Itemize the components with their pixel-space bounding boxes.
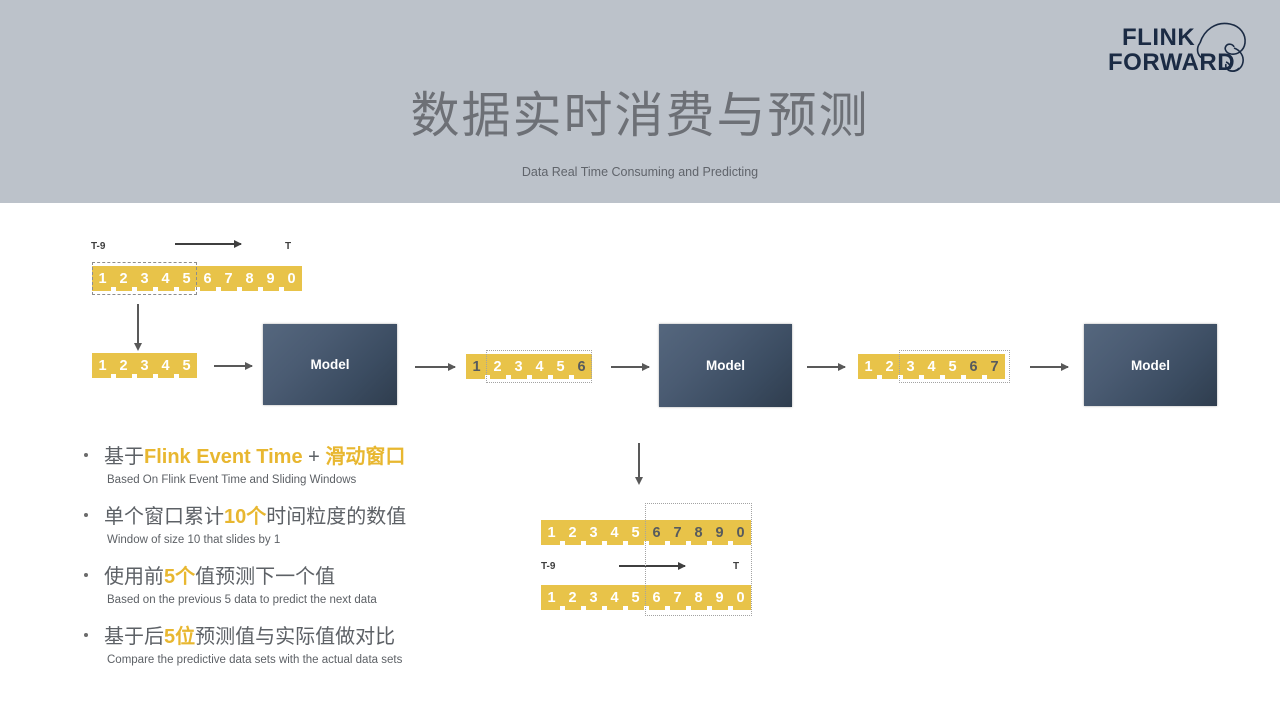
flow-arrow-2 [415, 363, 456, 371]
band-cell: 6 [646, 520, 670, 545]
band-cell: 6 [646, 585, 670, 610]
timeline-arrow-top [175, 240, 242, 247]
logo-text-flink: FLINK [1122, 24, 1195, 51]
band-cell: 9 [260, 266, 284, 291]
bullet-en-1: Based On Flink Event Time and Sliding Wi… [107, 474, 357, 486]
bullet-dot-icon [84, 453, 88, 457]
band-cell: 4 [155, 266, 179, 291]
flow-arrow-4 [807, 363, 846, 371]
band-cell: 7 [667, 520, 691, 545]
band-cell: 2 [113, 353, 137, 378]
band-cell: 3 [583, 585, 607, 610]
flink-forward-logo: FLINK FORWARD [1108, 18, 1268, 80]
bullet-cn-4: 基于后5位预测值与实际值做对比 [104, 626, 396, 648]
band-cell: 7 [667, 585, 691, 610]
band-cell: 5 [182, 357, 191, 374]
band-cell: 2 [562, 585, 586, 610]
timeline-arrow-bottom [619, 562, 686, 569]
flow-arrow-5 [1030, 363, 1069, 371]
bullet-en-2: Window of size 10 that slides by 1 [107, 534, 281, 546]
bullet-dot-icon [84, 633, 88, 637]
band-cell: 3 [508, 354, 532, 379]
bullet-en-4: Compare the predictive data sets with th… [107, 654, 403, 666]
band-cell: 7 [218, 266, 242, 291]
bullet-list: 基于Flink Event Time + 滑动窗口 Based On Flink… [84, 444, 554, 682]
band-cell: 1 [466, 354, 490, 379]
bullet-dot-icon [84, 573, 88, 577]
bullet-dot-icon [84, 513, 88, 517]
band-cell: 2 [562, 520, 586, 545]
page-title: 数据实时消费与预测 [410, 89, 870, 143]
model-box-3: Model [1084, 324, 1217, 406]
band-cell: 1 [92, 353, 116, 378]
band-cell: 9 [709, 520, 733, 545]
axis-label-end-bottom: T [733, 561, 740, 572]
band-cell: 0 [736, 524, 745, 541]
band-cell: 9 [709, 585, 733, 610]
bullet-cn-2: 单个窗口累计10个时间粒度的数值 [104, 506, 407, 528]
band-cell: 4 [604, 520, 628, 545]
band-cell: 3 [900, 354, 924, 379]
axis-label-start-bottom: T-9 [541, 561, 556, 572]
flow-arrow-down-center [635, 443, 643, 485]
band-cell: 2 [879, 354, 903, 379]
flow-arrow-1 [214, 362, 253, 370]
band-cell: 4 [604, 585, 628, 610]
squirrel-icon [1196, 22, 1246, 72]
list-item: 使用前5个值预测下一个值 Based on the previous 5 dat… [84, 564, 554, 608]
band-cell: 5 [625, 585, 649, 610]
band-cell: 4 [921, 354, 945, 379]
band-cell: 0 [287, 270, 296, 287]
band-cell: 8 [239, 266, 263, 291]
model-box-1: Model [263, 324, 397, 405]
axis-label-start-top: T-9 [91, 241, 106, 252]
band-cell: 1 [541, 520, 565, 545]
flow-arrow-3 [611, 363, 650, 371]
band-cell: 5 [942, 354, 966, 379]
band-cell: 7 [990, 358, 999, 375]
band-cell: 1 [541, 585, 565, 610]
band-cell: 5 [176, 266, 200, 291]
band-cell: 3 [583, 520, 607, 545]
band-cell: 4 [529, 354, 553, 379]
bullet-en-3: Based on the previous 5 data to predict … [107, 594, 377, 606]
band-cell: 8 [688, 520, 712, 545]
band-cell: 1 [858, 354, 882, 379]
header-band [0, 0, 1280, 203]
band-cell: 5 [625, 520, 649, 545]
bullet-cn-1: 基于Flink Event Time + 滑动窗口 [104, 446, 406, 468]
axis-label-end-top: T [285, 241, 292, 252]
logo-text-forward: FORWARD [1108, 49, 1235, 76]
bullet-cn-3: 使用前5个值预测下一个值 [104, 566, 336, 588]
band-cell: 6 [197, 266, 221, 291]
band-cell: 1 [92, 266, 116, 291]
list-item: 基于Flink Event Time + 滑动窗口 Based On Flink… [84, 444, 554, 488]
band-cell: 6 [963, 354, 987, 379]
band-cell: 4 [155, 353, 179, 378]
band-cell: 0 [736, 589, 745, 606]
band-cell: 3 [134, 266, 158, 291]
band-cell: 3 [134, 353, 158, 378]
list-item: 单个窗口累计10个时间粒度的数值 Window of size 10 that … [84, 504, 554, 548]
band-cell: 8 [688, 585, 712, 610]
band-cell: 2 [113, 266, 137, 291]
list-item: 基于后5位预测值与实际值做对比 Compare the predictive d… [84, 624, 554, 668]
model-box-2: Model [659, 324, 792, 407]
band-cell: 2 [487, 354, 511, 379]
band-cell: 5 [550, 354, 574, 379]
flow-arrow-down-left [134, 304, 142, 351]
page-subtitle: Data Real Time Consuming and Predicting [521, 165, 759, 179]
band-cell: 6 [577, 358, 586, 375]
